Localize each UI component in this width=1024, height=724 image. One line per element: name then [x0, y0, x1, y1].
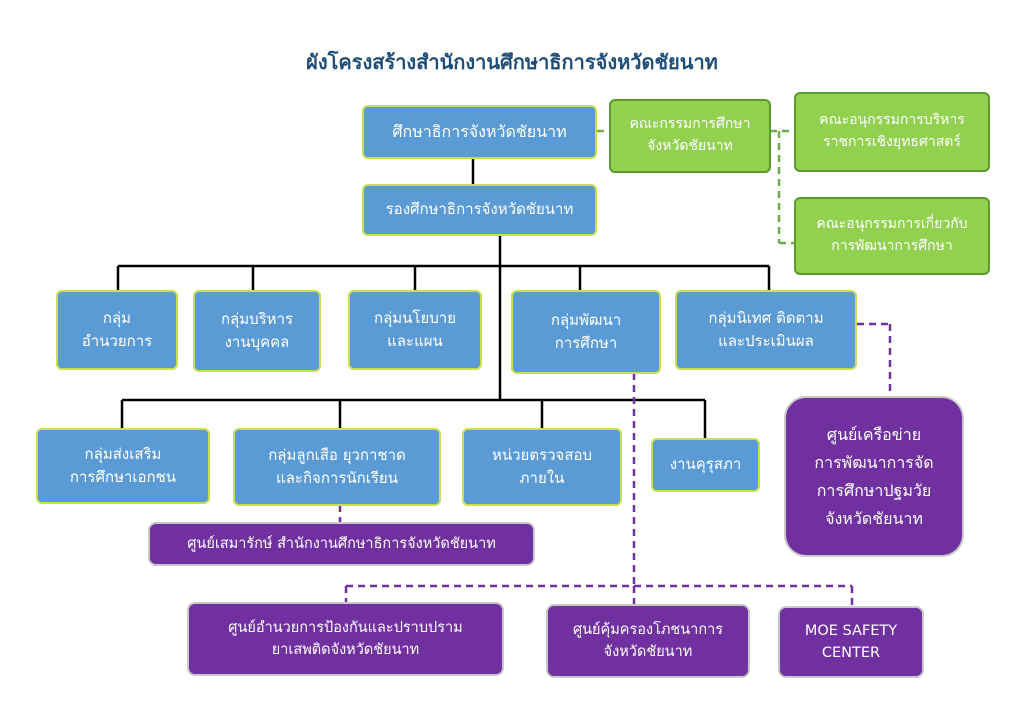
early-childhood-center-box: ศูนย์เครือข่าย การพัฒนาการจัด การศึกษาปฐ… [784, 396, 964, 557]
group-admin-box: กลุ่ม อำนวยการ [56, 290, 178, 370]
samarak-center-box: ศูนย์เสมารักษ์ สำนักงานศึกษาธิการจังหวัด… [148, 522, 535, 566]
teachers-council-box: งานคุรุสภา [651, 438, 760, 492]
group-policy-box: กลุ่มนโยบาย และแผน [348, 290, 482, 370]
education-committee-box: คณะกรรมการศึกษา จังหวัดชัยนาท [609, 99, 771, 173]
drug-prevention-center-box: ศูนย์อำนวยการป้องกันและปราบปราม ยาเสพติด… [187, 602, 504, 676]
group-personnel-box: กลุ่มบริหาร งานบุคคล [193, 290, 321, 372]
development-subcommittee-box: คณะอนุกรรมการเกี่ยวกับ การพัฒนาการศึกษา [794, 197, 990, 275]
group-development-box: กลุ่มพัฒนา การศึกษา [511, 290, 661, 374]
director-box: ศึกษาธิการจังหวัดชัยนาท [362, 105, 597, 159]
deputy-director-box: รองศึกษาธิการจังหวัดชัยนาท [362, 184, 597, 236]
group-scouts-box: กลุ่มลูกเสือ ยุวกาชาด และกิจการนักเรียน [233, 428, 441, 506]
internal-audit-box: หน่วยตรวจสอบ ภายใน [462, 428, 622, 506]
page-title: ผังโครงสร้างสำนักงานศึกษาธิการจังหวัดชัย… [306, 50, 718, 74]
nutrition-protection-center-box: ศูนย์คุ้มครองโภชนาการ จังหวัดชัยนาท [546, 604, 750, 678]
moe-safety-center-box: MOE SAFETY CENTER [778, 606, 924, 678]
group-private-edu-box: กลุ่มส่งเสริม การศึกษาเอกชน [36, 428, 210, 504]
strategic-subcommittee-box: คณะอนุกรรมการบริหาร ราชการเชิงยุทธศาสตร์ [794, 92, 990, 172]
group-supervision-box: กลุ่มนิเทศ ติดตาม และประเมินผล [675, 290, 857, 370]
